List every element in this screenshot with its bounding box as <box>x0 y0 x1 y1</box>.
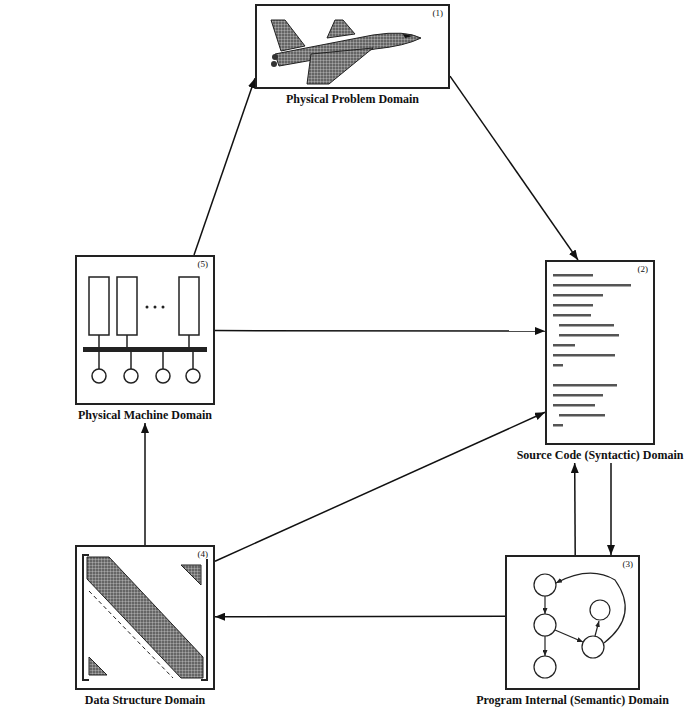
processor-rect <box>117 277 137 335</box>
callout-number: (5) <box>197 259 210 269</box>
callout-number: (4) <box>197 549 210 559</box>
graph-edge <box>555 630 583 642</box>
bus-bar <box>83 347 207 352</box>
graph-vertex <box>534 614 556 636</box>
flow-arrow <box>450 76 578 260</box>
memory-wire <box>130 352 132 369</box>
memory-wire <box>98 352 100 369</box>
domain-frame: (4) <box>75 545 215 690</box>
shuttle-near-wing <box>307 48 373 84</box>
graph-vertex <box>582 636 604 658</box>
domain-frame: (3) <box>505 555 640 690</box>
processor-rect <box>179 277 199 335</box>
domain-frame: (2) <box>545 260 655 445</box>
code-line <box>553 424 563 427</box>
graph-illustration <box>534 573 625 678</box>
ellipsis-dot <box>162 306 165 309</box>
domain-caption: Physical Problem Domain <box>286 91 419 107</box>
memory-wire <box>162 352 164 369</box>
shuttle-far-wing <box>327 20 355 38</box>
flow-arrow <box>574 463 576 555</box>
code-line <box>553 304 593 307</box>
memory-circle <box>156 369 170 383</box>
code-line <box>559 334 619 337</box>
code-line <box>553 314 591 317</box>
source-domain-box: (2)Source Code (Syntactic) Domain <box>545 260 655 463</box>
ellipsis-dot <box>154 306 157 309</box>
memory-circle <box>92 369 106 383</box>
processor-rect <box>89 277 109 335</box>
matrix-illustration <box>83 555 207 680</box>
code-line <box>553 284 631 287</box>
bus-wire <box>188 335 190 347</box>
machine-domain-box: (5) Physical Machine Domain <box>75 255 215 423</box>
graph-edge <box>544 636 545 656</box>
problem-domain-box: (1) Physical Problem Domain <box>255 4 450 107</box>
matrix-band <box>87 557 203 678</box>
shuttle-window <box>403 34 413 38</box>
flow-arrow <box>144 423 146 545</box>
shuttle-illustration <box>271 20 421 84</box>
matrix-corner-block <box>89 657 107 675</box>
code-line <box>553 344 575 347</box>
machine-illustration <box>83 277 207 383</box>
memory-circle <box>186 369 200 383</box>
data-structure-box: (4) Data Structure Domain <box>75 545 215 708</box>
callout-number: (1) <box>432 8 445 18</box>
code-line <box>553 294 603 297</box>
shuttle-tail-fin <box>271 20 305 51</box>
domain-caption: Physical Machine Domain <box>78 407 212 423</box>
code-line <box>553 274 593 277</box>
code-line <box>559 414 605 417</box>
code-line <box>553 394 603 397</box>
shuttle-engine <box>271 61 277 67</box>
graph-edge <box>544 596 545 614</box>
flow-arrow <box>215 412 545 561</box>
code-listing-illustration <box>553 274 631 427</box>
callout-number: (3) <box>622 559 635 569</box>
callout-number: (2) <box>637 264 650 274</box>
domain-frame: (5) <box>75 255 215 405</box>
graph-vertex <box>590 600 610 620</box>
matrix-corner-block <box>181 565 201 585</box>
flow-arrow <box>194 78 255 255</box>
semantic-domain-box: (3)Program Internal (Semantic) Domain <box>505 555 640 708</box>
code-line <box>553 364 563 367</box>
domain-frame: (1) <box>255 4 450 89</box>
graph-vertex <box>534 574 556 596</box>
domain-caption: Source Code (Syntactic) Domain <box>517 447 684 463</box>
memory-wire <box>192 352 194 369</box>
flow-arrow <box>610 463 612 555</box>
code-line <box>553 354 615 357</box>
domain-caption: Data Structure Domain <box>85 692 205 708</box>
graph-back-edge <box>556 573 625 643</box>
graph-vertex <box>534 656 556 678</box>
flow-arrow <box>215 615 505 617</box>
bus-wire <box>126 335 128 347</box>
ellipsis-dot <box>146 306 149 309</box>
graph-edge <box>595 621 599 636</box>
shuttle-engine <box>272 54 278 60</box>
code-line <box>553 384 617 387</box>
code-line <box>553 404 595 407</box>
memory-circle <box>124 369 138 383</box>
matrix-dashed-diagonal <box>89 591 173 678</box>
domain-caption: Program Internal (Semantic) Domain <box>476 692 669 708</box>
flow-arrow <box>215 330 545 332</box>
code-line <box>559 324 614 327</box>
bus-wire <box>98 335 100 347</box>
